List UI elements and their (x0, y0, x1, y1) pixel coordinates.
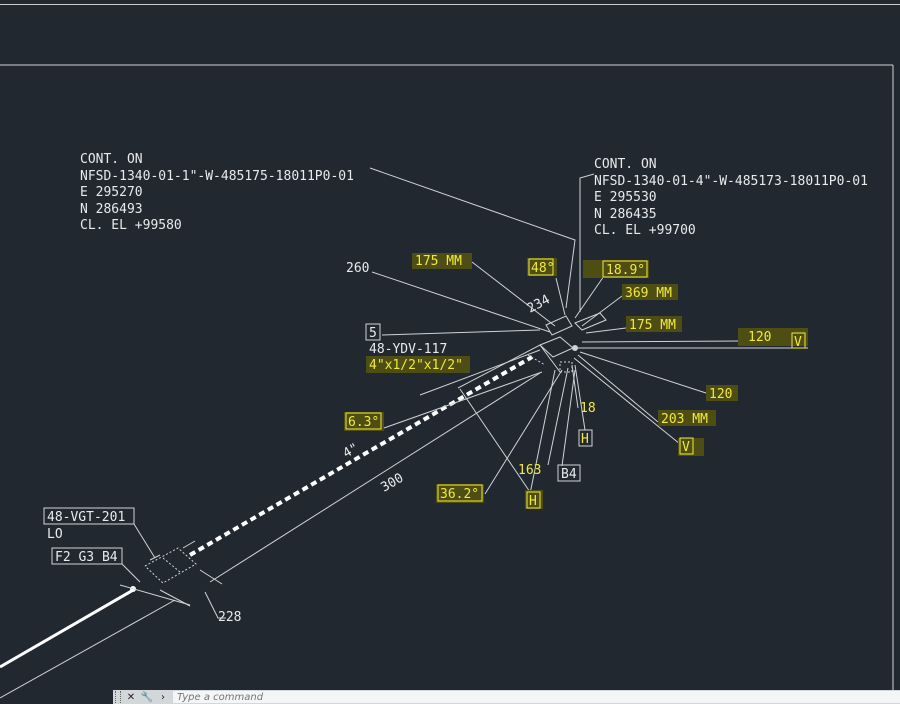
dimension-leaders (371, 261, 808, 495)
ang-48: 48° (531, 261, 554, 276)
chevron-right-icon[interactable]: › (161, 691, 165, 703)
left-callout-line-1: CONT. ON (80, 152, 143, 167)
left-callout-line-5: CL. EL +99580 (80, 218, 182, 233)
h-b-box (526, 491, 541, 509)
pipe-solid-segment (0, 587, 136, 669)
v-b-highlight (678, 438, 704, 456)
dim-203mm: 203 MM (661, 412, 708, 427)
ang-18-9-box (602, 260, 648, 278)
line-tag-grid-leader (121, 563, 141, 583)
dim-ext-2 (199, 569, 223, 585)
line-tag-grid[interactable]: F2 G3 B4 (51, 547, 123, 565)
line-tag-vgt-leader (133, 523, 156, 559)
ang-6-3-highlight (344, 412, 384, 431)
close-icon[interactable]: ✕ (126, 691, 136, 703)
ang-18-9: 18.9° (606, 263, 645, 278)
dim-120-b-highlight (706, 385, 738, 401)
right-callout-line-5: CL. EL +99700 (594, 223, 696, 238)
svg-text:5: 5 (369, 326, 377, 341)
dim-ext-3 (119, 584, 191, 606)
right-continuation-callout: CONT. ON NFSD-1340-01-4"-W-485173-18011P… (594, 157, 868, 238)
right-callout-line-4: N 286435 (594, 207, 657, 222)
left-callout-line-2: NFSD-1340-01-1"-W-485175-18011P0-01 (80, 169, 354, 184)
dim-120-a: 120 (748, 330, 771, 345)
ang-48-box (528, 258, 554, 276)
ang-6-3: 6.3° (348, 415, 379, 430)
dim-175mm-a-highlight (412, 253, 472, 269)
dim-228-leader (204, 591, 226, 619)
dim-369mm: 369 MM (625, 286, 672, 301)
valve-size-highlight (366, 356, 470, 373)
left-continuation-callout: CONT. ON NFSD-1340-01-1"-W-485175-18011P… (80, 152, 354, 233)
right-callout-line-2: NFSD-1340-01-4"-W-485173-18011P0-01 (594, 174, 868, 189)
v-b: V (682, 440, 690, 455)
ang-36-2-highlight (436, 484, 484, 503)
lower-guide-line (0, 599, 176, 699)
drawing-top-margin (0, 0, 900, 66)
v-a: V (794, 335, 802, 350)
wrench-icon[interactable]: 🔧 (140, 691, 154, 703)
dim-120-b: 120 (709, 387, 732, 402)
line-tag-lo: LO (47, 527, 63, 542)
valve-tag-leader (381, 329, 541, 336)
left-callout-leader (369, 167, 576, 309)
valve-size: 4"x1/2"x1/2" (369, 358, 463, 373)
dim-369mm-highlight (622, 284, 678, 300)
ang-6-3-box (345, 412, 382, 430)
dim-300: 300 (379, 471, 407, 496)
right-callout-line-1: CONT. ON (594, 157, 657, 172)
ang-18-9-highlight (583, 260, 649, 278)
dim-120-a-highlight (738, 328, 808, 346)
h-b: H (529, 494, 537, 509)
dim-260: 260 (346, 261, 369, 276)
line-tag-grid-text: F2 G3 B4 (55, 550, 118, 565)
dim-300-line (209, 372, 541, 583)
h-a: H (581, 432, 589, 447)
ang-36-2: 36.2° (440, 487, 479, 502)
b4: B4 (561, 467, 577, 482)
right-callout-line-3: E 295530 (594, 190, 657, 205)
left-callout-line-3: E 295270 (80, 185, 143, 200)
h-a-box (578, 429, 593, 447)
v-a-box (791, 332, 806, 349)
valve-tag: 48-YDV-117 (369, 342, 447, 357)
pipe-dashed-segment (188, 355, 534, 557)
flange-fitting-lower (144, 540, 197, 584)
dim-18: 18 (580, 401, 596, 416)
right-callout-leader (579, 173, 595, 312)
dim-228: 228 (218, 610, 241, 625)
valve-outline (457, 344, 561, 389)
dim-175mm-b: 175 MM (629, 318, 676, 333)
b4-box (557, 464, 581, 482)
dim-175mm-a: 175 MM (415, 254, 462, 269)
valve-assembly[interactable] (527, 312, 607, 373)
dim-203mm-highlight (658, 410, 716, 426)
dim-163: 163 (518, 463, 541, 478)
pipe-size-label: 4" (341, 441, 362, 462)
command-bar-grip[interactable] (115, 691, 121, 703)
command-input[interactable] (173, 691, 900, 703)
line-tag-vgt[interactable]: 48-VGT-201 (43, 507, 135, 525)
v-b-box (679, 437, 694, 455)
h-b-highlight (525, 490, 543, 509)
viewport-top-border (0, 4, 900, 5)
valve-tag-number[interactable]: 5 (365, 323, 381, 341)
left-callout-line-4: N 286493 (80, 202, 143, 217)
valve-ext-line (419, 349, 541, 396)
dim-175mm-b-highlight (626, 316, 682, 332)
command-line-bar: ✕ 🔧 › (113, 690, 900, 704)
ang-36-2-box (437, 484, 483, 502)
ang-48-highlight (527, 258, 557, 276)
line-tag-vgt-text: 48-VGT-201 (47, 510, 125, 525)
